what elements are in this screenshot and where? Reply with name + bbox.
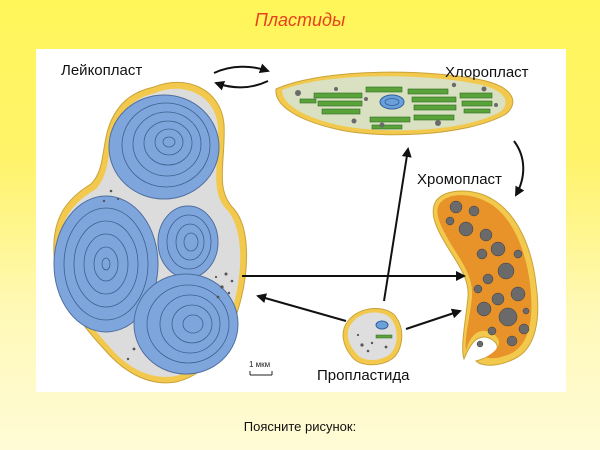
starch-grain [108,94,220,200]
chromoplast-globules [445,200,530,348]
chromoplast [432,190,539,366]
plastid-diagram [53,63,539,384]
arrow-chloroplast-to-chromoplast [513,140,525,197]
leucoplast-granules [102,189,234,361]
arrow-chloroplast-to-leucoplast [214,80,269,91]
arrow-proplastid-to-chromoplast [405,308,462,330]
label-leucoplast: Лейкопласт [61,62,143,79]
chloroplast-plastoglobules [295,82,498,128]
starch-grain [133,273,239,375]
starch-grain [157,205,219,279]
scale-bar [249,371,273,376]
proplastid [342,308,403,366]
transition-arrows [213,63,525,330]
arrow-leucoplast-to-chloroplast [213,63,270,74]
leucoplast [53,81,247,384]
label-chromoplast: Хромопласт [417,171,502,188]
proplastid-nucleoid [375,320,389,330]
diagram-panel: Лейкопласт Хлоропласт Хромопласт Проплас… [36,49,566,392]
slide-title: Пластиды [254,10,346,30]
label-chloroplast: Хлоропласт [445,64,529,81]
arrow-proplastid-to-chloroplast [383,147,412,302]
label-proplastid: Пропластида [317,367,410,384]
starch-grain [53,195,159,333]
proplastid-granules [356,333,388,353]
scale-label: 1 мкм [249,360,271,369]
chloroplast-nucleoid [379,94,405,110]
proplastid-thylakoid [375,334,393,339]
thylakoid-stacks [299,86,493,130]
arrow-proplastid-to-leucoplast [256,293,347,322]
footer-prompt: Поясните рисунок: [243,419,357,434]
chloroplast [275,71,514,136]
